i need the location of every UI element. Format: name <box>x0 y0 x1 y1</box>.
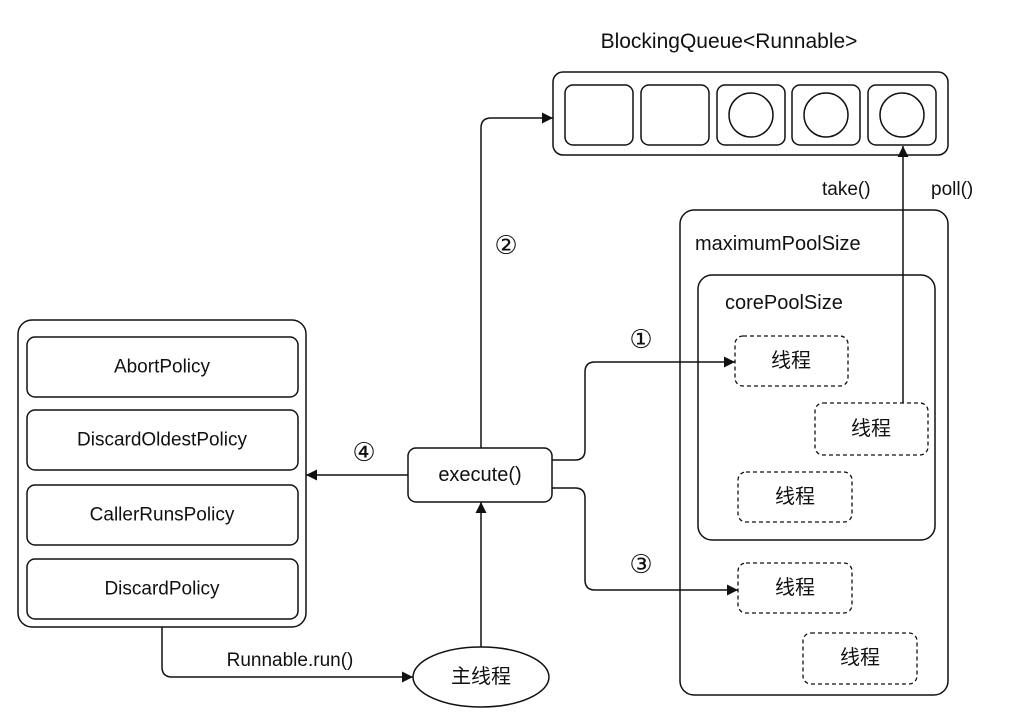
policy-label: CallerRunsPolicy <box>90 505 235 526</box>
task-circle <box>803 92 849 138</box>
policy-box <box>26 409 299 471</box>
thread-label: 线程 <box>775 485 815 508</box>
thread-box-core-1: 线程 <box>734 335 849 387</box>
thread-label: 线程 <box>775 576 815 599</box>
queue-slot-empty <box>564 84 634 146</box>
task-circle <box>728 92 774 138</box>
max-pool-label: maximumPoolSize <box>695 233 861 255</box>
main-thread-label: 主线程 <box>451 665 511 688</box>
execute-node: execute() <box>407 447 553 503</box>
thread-box <box>737 471 853 523</box>
policy-label: DiscardPolicy <box>104 579 220 600</box>
queue-label: BlockingQueue<Runnable> <box>601 30 858 53</box>
thread-box-extra-2: 线程 <box>802 632 918 685</box>
thread-box <box>737 562 853 614</box>
step-4-label: ④ <box>352 438 375 468</box>
policy-box <box>26 336 299 398</box>
arrow-execute-to-queue <box>480 112 553 448</box>
blocking-queue <box>552 71 949 156</box>
policy-box-caller-runs: CallerRunsPolicy <box>26 484 299 546</box>
step-1-label: ① <box>629 325 652 355</box>
poll-label: poll() <box>931 179 973 200</box>
step-2-label: ② <box>494 231 517 261</box>
thread-label: 线程 <box>771 349 811 372</box>
policy-box-discard-oldest: DiscardOldestPolicy <box>26 409 299 471</box>
task-circle <box>879 92 925 138</box>
thread-label: 线程 <box>851 417 891 440</box>
policy-box <box>26 558 299 620</box>
thread-label: 线程 <box>840 646 880 669</box>
execute-label: execute() <box>438 464 521 486</box>
step-3-label: ③ <box>629 550 652 580</box>
arrow-execute-to-extra-thread <box>552 487 738 596</box>
thread-box-core-3: 线程 <box>737 471 853 523</box>
arrow-policy-to-main <box>161 627 413 683</box>
thread-box <box>802 632 918 685</box>
thread-box-extra-1: 线程 <box>737 562 853 614</box>
core-pool-label: corePoolSize <box>725 292 843 314</box>
arrow-execute-to-core-thread <box>552 356 735 461</box>
queue-slot-empty <box>640 84 710 146</box>
policy-box <box>26 484 299 546</box>
policy-label: AbortPolicy <box>114 357 211 378</box>
policy-box-abort: AbortPolicy <box>26 336 299 398</box>
policy-box-discard: DiscardPolicy <box>26 558 299 620</box>
main-thread-node: 主线程 <box>412 646 550 708</box>
thread-box-core-2: 线程 <box>814 402 929 456</box>
policy-label: DiscardOldestPolicy <box>77 430 247 451</box>
take-label: take() <box>822 179 871 200</box>
thread-box <box>734 335 849 387</box>
runnable-run-label: Runnable.run() <box>227 650 354 671</box>
thread-box <box>814 402 929 456</box>
